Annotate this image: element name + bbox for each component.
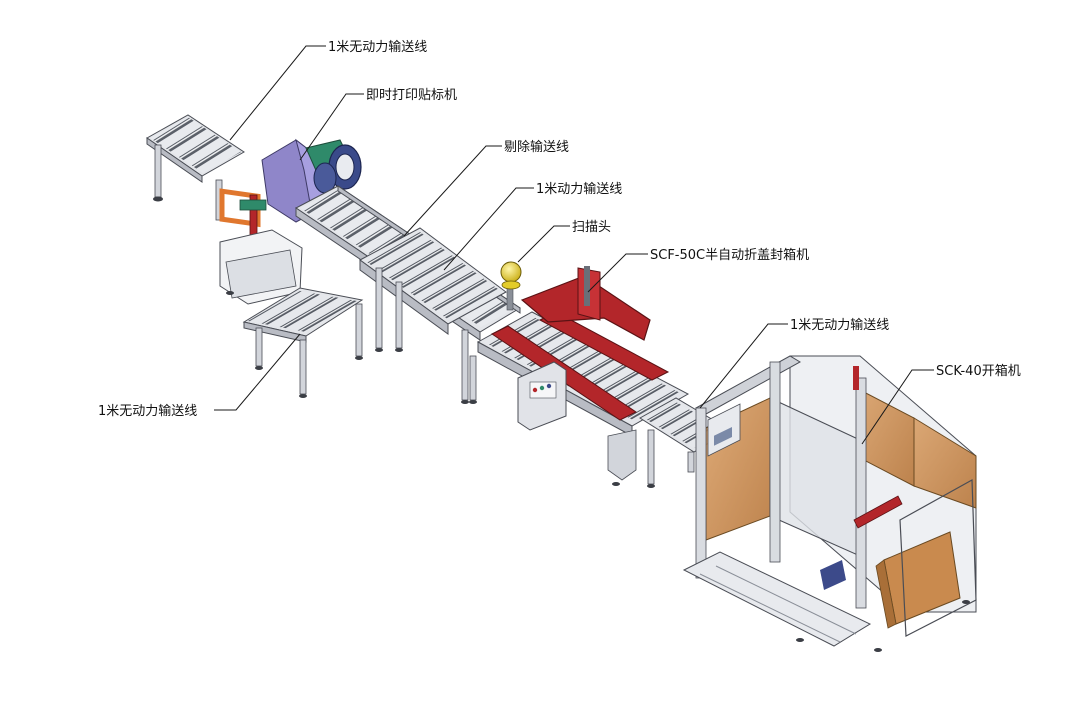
leader-roller-conveyor-right bbox=[699, 323, 788, 409]
leader-case-erector bbox=[861, 369, 934, 445]
callout-scan-head: 扫描头 bbox=[572, 220, 611, 235]
leader-lines bbox=[214, 45, 934, 445]
leader-roller-conveyor-top bbox=[229, 45, 326, 141]
leader-powered-conveyor bbox=[443, 187, 534, 271]
roller-conveyor-top-left bbox=[146, 114, 245, 221]
case-erector-machine bbox=[682, 355, 977, 652]
leader-label-printer bbox=[299, 93, 364, 161]
printer-cabinet bbox=[219, 229, 303, 305]
callout-case-sealer: SCF-50C半自动折盖封箱机 bbox=[650, 247, 809, 263]
callout-roller-conveyor-top: 1米无动力输送线 bbox=[328, 39, 427, 55]
leader-scan-head bbox=[517, 225, 570, 263]
reject-conveyor bbox=[359, 227, 507, 404]
leader-reject-conveyor bbox=[403, 145, 502, 237]
leader-case-sealer bbox=[587, 253, 648, 293]
scan-head bbox=[500, 261, 522, 311]
callout-labels: 1米无动力输送线 即时打印贴标机 剔除输送线 1米动力输送线 扫描头 SCF-5… bbox=[98, 39, 1021, 419]
callout-case-erector: SCK-40开箱机 bbox=[936, 363, 1021, 379]
leader-roller-conveyor-left bbox=[214, 333, 301, 411]
roller-conveyor-bottom-left bbox=[242, 287, 364, 398]
case-sealer-machine bbox=[469, 266, 690, 486]
callout-roller-conveyor-right: 1米无动力输送线 bbox=[790, 317, 889, 333]
callout-reject-conveyor: 剔除输送线 bbox=[504, 139, 569, 155]
callout-label-printer: 即时打印贴标机 bbox=[366, 88, 457, 103]
callout-roller-conveyor-left: 1米无动力输送线 bbox=[98, 403, 197, 419]
callout-powered-conveyor: 1米动力输送线 bbox=[536, 181, 622, 197]
